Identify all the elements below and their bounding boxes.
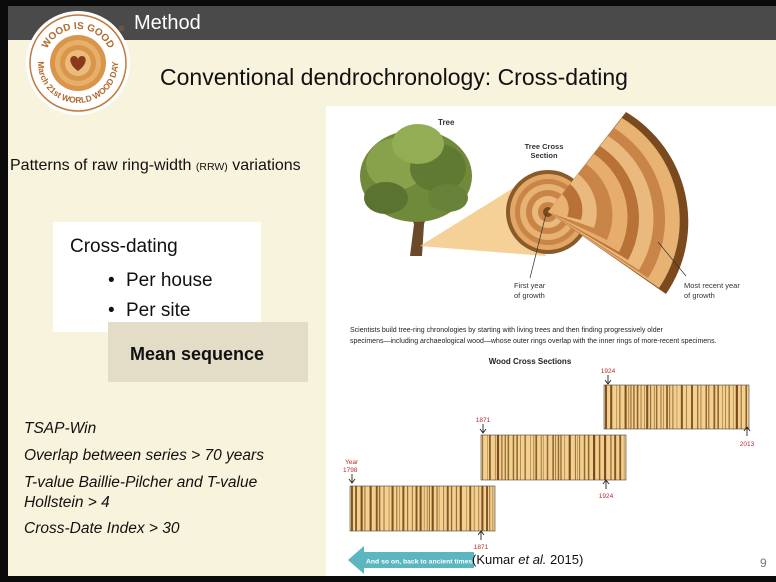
mean-sequence-box: Mean sequence xyxy=(108,322,308,382)
page-number: 9 xyxy=(760,556,767,570)
world-wood-day-logo: WOOD IS GOOD March 21st WORLD WOOD DAY ® xyxy=(24,9,132,117)
first-year-label-1: First year xyxy=(514,281,546,290)
mean-sequence-label: Mean sequence xyxy=(130,344,265,364)
patterns-before: Patterns of raw ring-width xyxy=(10,157,196,174)
back-in-time-arrow: And so on, back to ancient times. xyxy=(348,546,474,574)
year-1798: 1798 xyxy=(343,467,358,474)
bullet-icon: • xyxy=(108,300,115,321)
slide-title: Conventional dendrochronology: Cross-dat… xyxy=(160,64,628,90)
cross-section-label-2: Section xyxy=(530,151,558,160)
slide: Method WOOD IS GOOD March 21st WORLD WOO… xyxy=(8,6,776,576)
year-2013: 2013 xyxy=(740,441,755,448)
year-1924-top: 1924 xyxy=(601,368,616,375)
patterns-abbrev: (RRW) xyxy=(195,161,228,173)
ring-wedge xyxy=(548,112,689,294)
wood-strip-oldest xyxy=(349,485,496,532)
figure-caption-line-1: Scientists build tree-ring chronologies … xyxy=(350,327,663,334)
year-arrow-icon xyxy=(479,424,487,434)
wood-strip-recent xyxy=(603,384,750,430)
tree-label: Tree xyxy=(438,118,455,127)
title-bar: Method xyxy=(8,6,776,40)
back-arrow-label: And so on, back to ancient times. xyxy=(366,559,474,566)
cross-dating-box: Cross-dating • Per house • Per site xyxy=(53,222,261,332)
citation-after: 2015) xyxy=(546,552,584,567)
window-frame-top xyxy=(0,0,776,6)
year-arrow-icon xyxy=(602,479,610,489)
recent-year-label-1: Most recent year xyxy=(684,281,740,290)
dendrochronology-figure: Tree Tree Cross Section xyxy=(326,106,776,576)
cross-section-label-1: Tree Cross xyxy=(525,142,564,151)
citation: (Kumar et al. 2015) xyxy=(472,552,583,567)
param-line: T-value Baillie-Pilcher and T-value xyxy=(24,474,258,491)
tree-illustration xyxy=(360,124,472,256)
recent-year-label-2: of growth xyxy=(684,291,715,300)
window-frame-left xyxy=(0,0,8,582)
citation-italic: et al. xyxy=(518,552,547,567)
year-1924-bottom: 1924 xyxy=(599,493,614,500)
bullet-item: • Per house xyxy=(108,270,213,292)
patterns-text: Patterns of raw ring-width (RRW) variati… xyxy=(10,157,301,175)
param-line: TSAP-Win xyxy=(24,420,97,437)
heart-icon xyxy=(70,56,86,71)
patterns-after: variations xyxy=(227,157,301,174)
bullet-label: Per house xyxy=(126,270,213,291)
window-frame-bottom xyxy=(0,576,776,582)
bullet-item: • Per site xyxy=(108,300,190,322)
cross-dating-title: Cross-dating xyxy=(70,236,178,257)
year-arrow-icon xyxy=(477,530,485,540)
registered-mark: ® xyxy=(119,25,125,33)
year-arrow-icon xyxy=(348,474,356,484)
bullet-label: Per site xyxy=(126,300,191,321)
year-1871-bottom: 1871 xyxy=(474,544,489,551)
year-arrow-icon xyxy=(743,426,751,436)
param-line: Overlap between series > 70 years xyxy=(24,447,264,464)
citation-before: (Kumar xyxy=(472,552,519,567)
wood-strip-middle xyxy=(480,434,627,481)
year-label: Year xyxy=(345,459,359,466)
wood-sections-title: Wood Cross Sections xyxy=(489,357,572,366)
bullet-icon: • xyxy=(108,270,115,291)
param-line: Cross-Date Index > 30 xyxy=(24,520,180,537)
param-line: Hollstein > 4 xyxy=(24,494,110,511)
first-year-label-2: of growth xyxy=(514,291,545,300)
year-1871-top: 1871 xyxy=(476,417,491,424)
section-title: Method xyxy=(134,12,201,34)
figure-caption-line-2: specimens—including archaeological wood—… xyxy=(350,338,717,345)
year-arrow-icon xyxy=(604,375,612,385)
